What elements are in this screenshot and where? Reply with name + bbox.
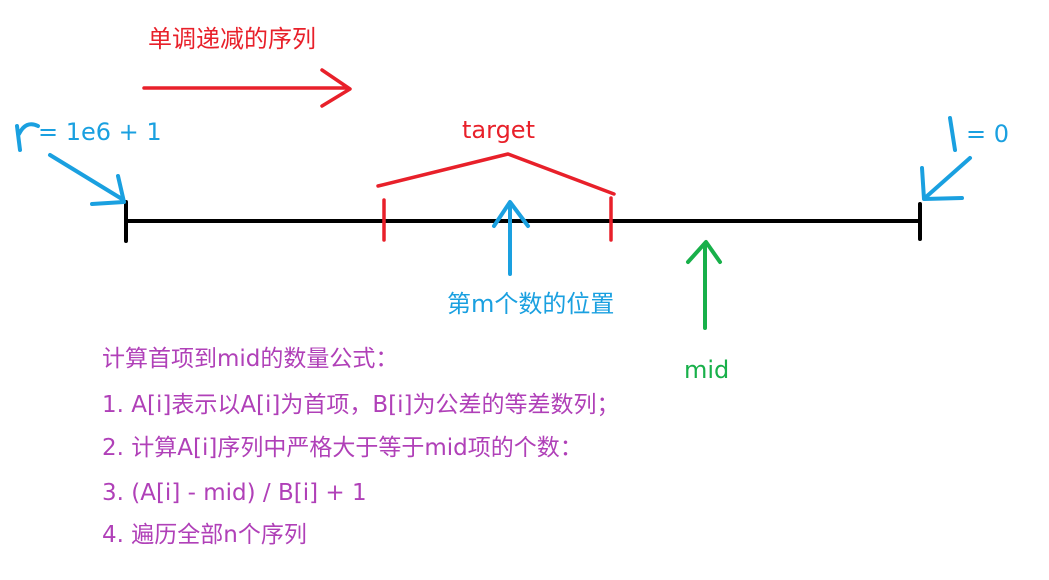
formula-step-4: 4. 遍历全部n个序列 xyxy=(102,522,307,548)
mid-arrow xyxy=(686,240,722,330)
l-bound-label: = 0 xyxy=(966,120,1010,148)
mth-arrow xyxy=(492,200,530,276)
formula-heading: 计算首项到mid的数量公式： xyxy=(102,346,399,372)
r-bound-label: = 1e6 + 1 xyxy=(38,118,162,146)
mth-position-label: 第m个数的位置 xyxy=(447,290,615,318)
r-letter xyxy=(15,122,40,152)
direction-arrow xyxy=(142,68,352,108)
target-label: target xyxy=(462,116,535,144)
formula-step-2: 2. 计算A[i]序列中严格大于等于mid项的个数： xyxy=(102,435,583,461)
r-arrow xyxy=(48,153,126,206)
mid-label: mid xyxy=(684,356,730,384)
sequence-title: 单调递减的序列 xyxy=(148,25,316,53)
l-letter xyxy=(948,116,957,152)
target-bracket xyxy=(376,152,616,242)
formula-step-3: 3. (A[i] - mid) / B[i] + 1 xyxy=(102,480,367,506)
formula-step-1: 1. A[i]表示以A[i]为首项，B[i]为公差的等差数列； xyxy=(102,392,620,418)
l-arrow xyxy=(920,156,972,201)
